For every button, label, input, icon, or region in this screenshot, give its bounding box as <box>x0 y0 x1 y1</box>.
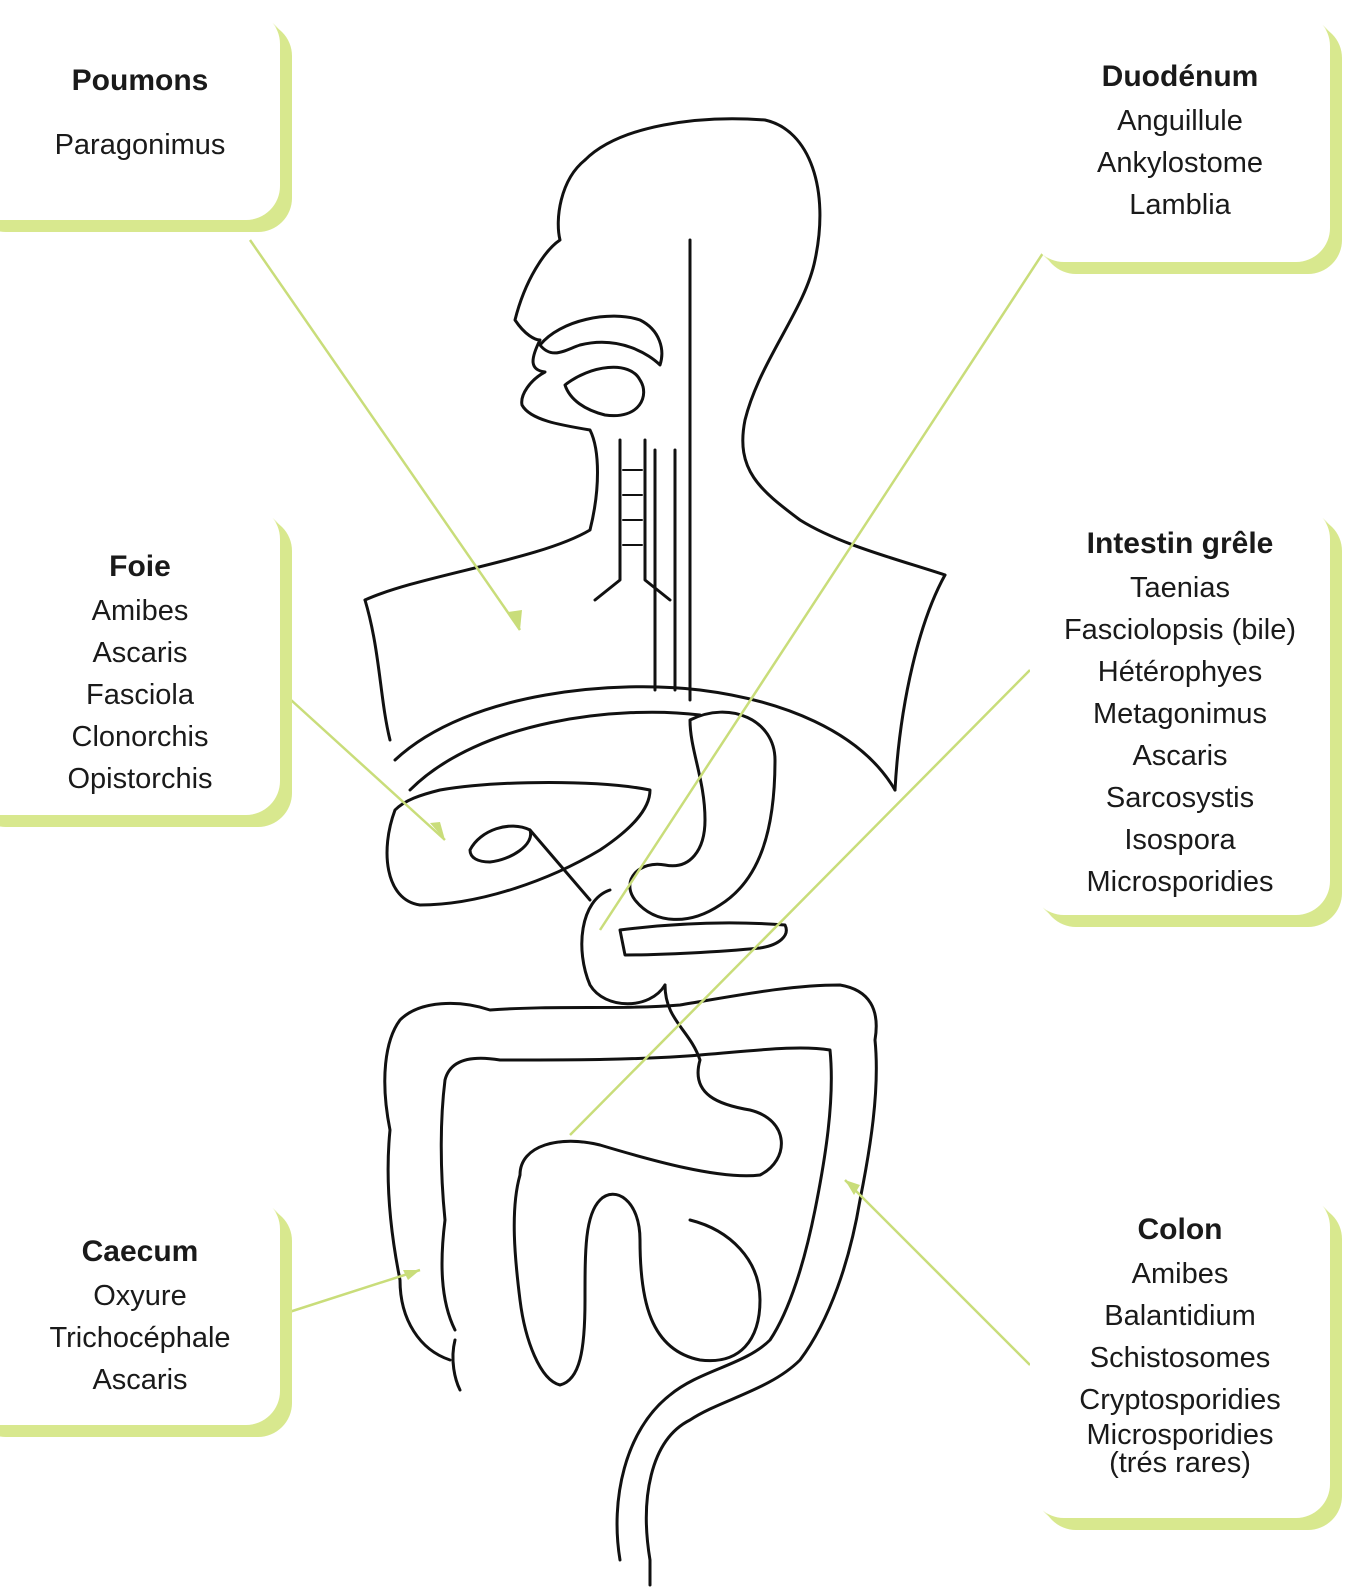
box-title: Colon <box>1030 1213 1330 1247</box>
box-item: Ascaris <box>0 632 280 674</box>
box-title: Duodénum <box>1030 60 1330 94</box>
pointer-colon <box>845 1180 1030 1365</box>
box-title: Caecum <box>0 1235 280 1269</box>
trachea-rings <box>623 470 642 545</box>
box-item: Ankylostome <box>1030 142 1330 184</box>
box-item: Schistosomes <box>1030 1337 1330 1379</box>
box-item: Hétérophyes <box>1030 651 1330 693</box>
box-colon: Colon Amibes Balantidium Schistosomes Cr… <box>1030 1193 1330 1518</box>
box-item: Sarcosystis <box>1030 777 1330 819</box>
nasal-cavity <box>540 316 662 365</box>
box-item: Amibes <box>0 590 280 632</box>
box-item: Oxyure <box>0 1275 280 1317</box>
box-item: Ascaris <box>0 1359 280 1401</box>
esophagus <box>655 450 675 690</box>
diaphragm-inner <box>410 712 700 790</box>
box-item: Opistorchis <box>0 758 280 800</box>
small-intestine <box>514 985 781 1385</box>
box-item: Fasciolopsis (bile) <box>1030 609 1330 651</box>
box-intestin-grele: Intestin grêle Taenias Fasciolopsis (bil… <box>1030 505 1330 915</box>
pointer-duodenum <box>600 250 1045 930</box>
box-item: Cryptosporidies <box>1030 1379 1330 1421</box>
pointer-poumons <box>250 240 520 630</box>
box-item: Balantidium <box>1030 1295 1330 1337</box>
box-item: Metagonimus <box>1030 693 1330 735</box>
liver <box>387 783 650 906</box>
colon-inner <box>441 1048 831 1560</box>
box-item: Isospora <box>1030 819 1330 861</box>
box-foie: Foie Amibes Ascaris Fasciola Clonorchis … <box>0 505 280 815</box>
box-item: Trichocéphale <box>0 1317 280 1359</box>
box-caecum: Caecum Oxyure Trichocéphale Ascaris <box>0 1195 280 1425</box>
gallbladder <box>470 826 531 862</box>
box-duodenum: Duodénum Anguillule Ankylostome Lamblia <box>1030 12 1330 262</box>
box-poumons: Poumons Paragonimus <box>0 10 280 220</box>
bile-duct <box>530 830 590 900</box>
pancreas <box>620 923 786 955</box>
box-item: Clonorchis <box>0 716 280 758</box>
arrowhead-foie <box>430 822 445 840</box>
box-item: Paragonimus <box>0 124 280 166</box>
box-title: Intestin grêle <box>1030 527 1330 561</box>
box-item: Microsporidies <box>1030 1421 1330 1449</box>
pointer-foie <box>280 690 445 840</box>
box-title: Foie <box>0 550 280 584</box>
box-item: Lamblia <box>1030 184 1330 226</box>
appendix <box>453 1340 460 1390</box>
mouth-cavity <box>565 367 644 415</box>
stomach <box>630 712 775 919</box>
box-item: (trés rares) <box>1030 1449 1330 1477</box>
box-item: Ascaris <box>1030 735 1330 777</box>
diaphragm <box>395 687 895 790</box>
box-item: Fasciola <box>0 674 280 716</box>
box-title: Poumons <box>0 64 280 98</box>
head-outline <box>585 119 945 575</box>
box-item: Taenias <box>1030 567 1330 609</box>
box-item: Microsporidies <box>1030 861 1330 903</box>
box-item: Anguillule <box>1030 100 1330 142</box>
pointer-caecum <box>280 1270 420 1315</box>
arrowhead-caecum <box>403 1270 420 1280</box>
box-item: Amibes <box>1030 1253 1330 1295</box>
arrowhead-poumons <box>508 610 522 630</box>
face-outline <box>365 160 598 600</box>
